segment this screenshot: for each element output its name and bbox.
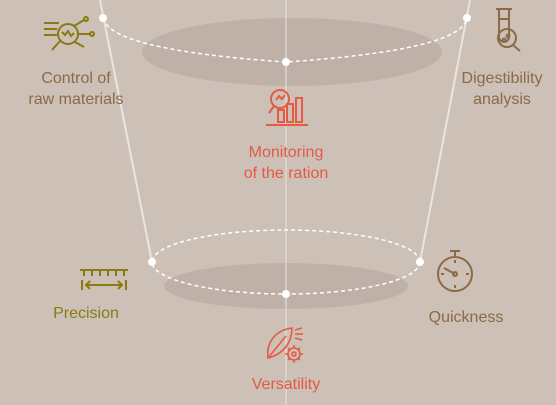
funnel-right-line <box>419 0 471 263</box>
control-label: Control of raw materials <box>6 68 146 110</box>
bottom-left-dot <box>148 258 156 266</box>
top-left-dot <box>99 14 107 22</box>
top-right-dot <box>463 14 471 22</box>
leaf-gear-icon <box>267 327 303 363</box>
digestibility-label-line2: analysis <box>473 91 531 108</box>
bottom-center-dot <box>282 290 290 298</box>
stopwatch-icon <box>437 250 473 292</box>
bottom-right-dot <box>416 258 424 266</box>
test-tube-magnifier-icon <box>496 8 521 52</box>
quickness-label: Quickness <box>416 307 516 328</box>
versatility-label-text: Versatility <box>251 376 321 393</box>
magnifier-circuit-icon <box>44 16 95 51</box>
magnifier-bar-chart-icon <box>266 89 308 126</box>
top-ring <box>102 17 468 63</box>
digestibility-label: Digestibility analysis <box>446 68 556 110</box>
control-label-line1: Control of <box>41 70 111 87</box>
control-label-line2: raw materials <box>28 91 124 108</box>
quickness-label-text: Quickness <box>428 309 504 326</box>
precision-label: Precision <box>36 303 136 324</box>
monitoring-label-line1: Monitoring <box>248 144 324 161</box>
top-ring-shadow <box>142 18 442 86</box>
versatility-label: Versatility <box>236 374 336 395</box>
ruler-arrows-icon <box>80 269 128 290</box>
digestibility-label-line1: Digestibility <box>461 70 543 87</box>
top-center-dot <box>282 58 290 66</box>
funnel-left-line <box>99 0 153 263</box>
precision-label-text: Precision <box>53 305 119 322</box>
monitoring-label: Monitoring of the ration <box>226 142 346 184</box>
monitoring-label-line2: of the ration <box>243 165 329 182</box>
